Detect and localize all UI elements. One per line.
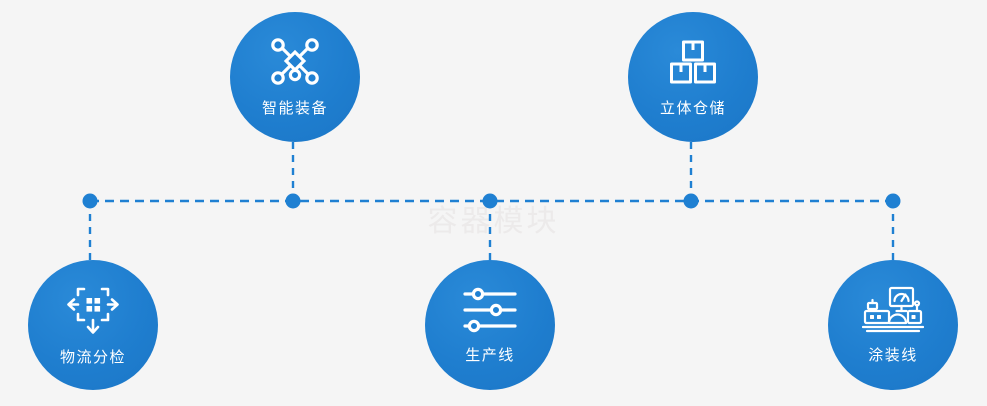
sliders-icon xyxy=(461,286,519,334)
axis-dot-intelligent-equipment xyxy=(285,193,301,209)
node-intelligent-equipment[interactable]: 智能装备 xyxy=(230,12,360,142)
axis-dot-production-line xyxy=(482,193,498,209)
node-label: 生产线 xyxy=(465,346,515,364)
axis-dot-logistics-sorting xyxy=(82,193,98,209)
node-logistics-sorting[interactable]: 物流分检 xyxy=(28,260,158,390)
node-painting-line[interactable]: 涂装线 xyxy=(828,260,958,390)
node-label: 智能装备 xyxy=(261,99,328,117)
network-nodes-icon xyxy=(269,37,321,87)
axis-dot-stereo-warehouse xyxy=(683,193,699,209)
sorting-arrows-icon xyxy=(65,284,121,336)
node-production-line[interactable]: 生产线 xyxy=(425,260,555,390)
node-label: 立体仓储 xyxy=(659,99,726,117)
axis-dot-painting-line xyxy=(885,193,901,209)
stacked-boxes-icon xyxy=(667,37,719,87)
node-label: 涂装线 xyxy=(868,346,918,364)
node-label: 物流分检 xyxy=(59,348,126,366)
factory-machinery-icon xyxy=(861,286,925,334)
node-stereo-warehouse[interactable]: 立体仓储 xyxy=(628,12,758,142)
